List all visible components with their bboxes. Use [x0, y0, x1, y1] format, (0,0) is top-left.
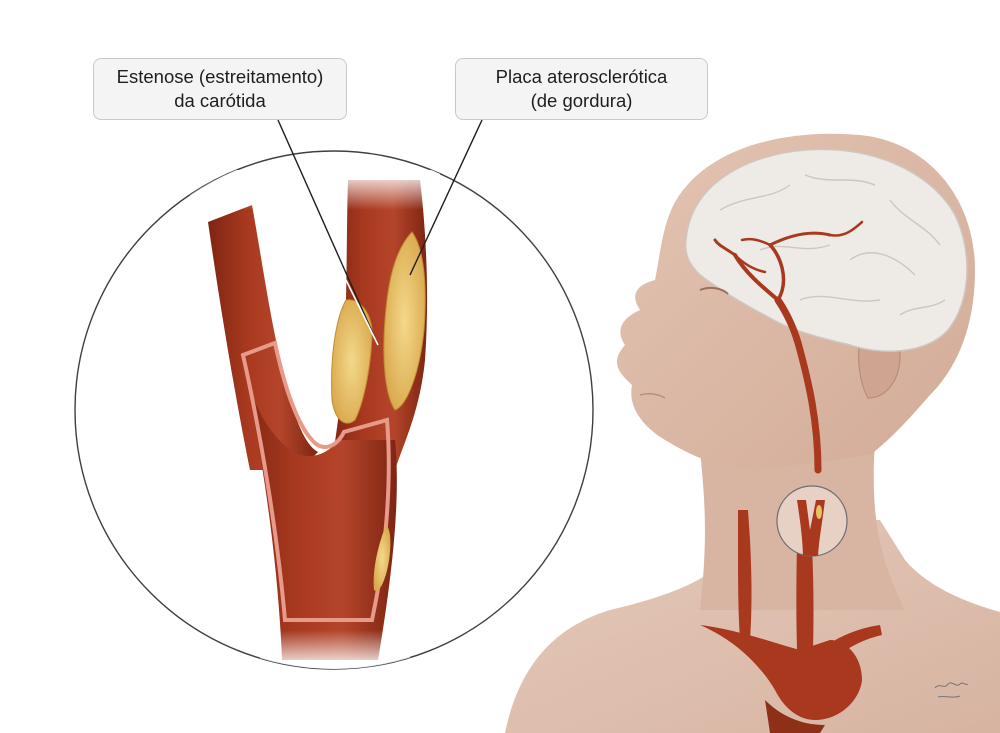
magnified-carotid-bifurcation — [74, 150, 594, 670]
vessel-wall-cutaway — [240, 340, 391, 622]
cerebral-arteries — [713, 220, 864, 474]
brain-gyri — [719, 174, 946, 316]
aortic-arch — [700, 625, 862, 720]
brain — [684, 148, 968, 352]
plaque-label-line1: Placa aterosclerótica — [495, 66, 668, 87]
mouth-line — [639, 393, 666, 399]
stenosis-leader-line — [277, 119, 379, 346]
stenosis-callout: Estenose (estreitamento) da carótida — [93, 58, 347, 120]
magnifier-small — [776, 485, 848, 557]
stenosis-label-line1: Estenose (estreitamento) — [116, 66, 324, 87]
subclavian-right — [820, 625, 882, 660]
plaque-lower — [373, 525, 391, 591]
artist-signature — [934, 682, 969, 698]
right-carotid — [796, 545, 814, 680]
eye — [699, 286, 729, 295]
aorta-lower — [765, 700, 825, 733]
neck-arteries — [700, 510, 882, 733]
left-carotid — [738, 510, 752, 640]
stenosis-label-line2: da carótida — [174, 90, 266, 111]
plaque-right-wall — [383, 231, 426, 411]
plaque-left-wall — [331, 299, 373, 424]
plaque-leader-line — [409, 119, 483, 276]
plaque-callout: Placa aterosclerótica (de gordura) — [455, 58, 708, 120]
stenosis-leader-white — [345, 279, 379, 346]
common-carotid-trunk — [240, 350, 397, 660]
human-profile — [505, 133, 1000, 733]
plaque-label-line2: (de gordura) — [530, 90, 633, 111]
callout-leaders — [277, 119, 483, 346]
